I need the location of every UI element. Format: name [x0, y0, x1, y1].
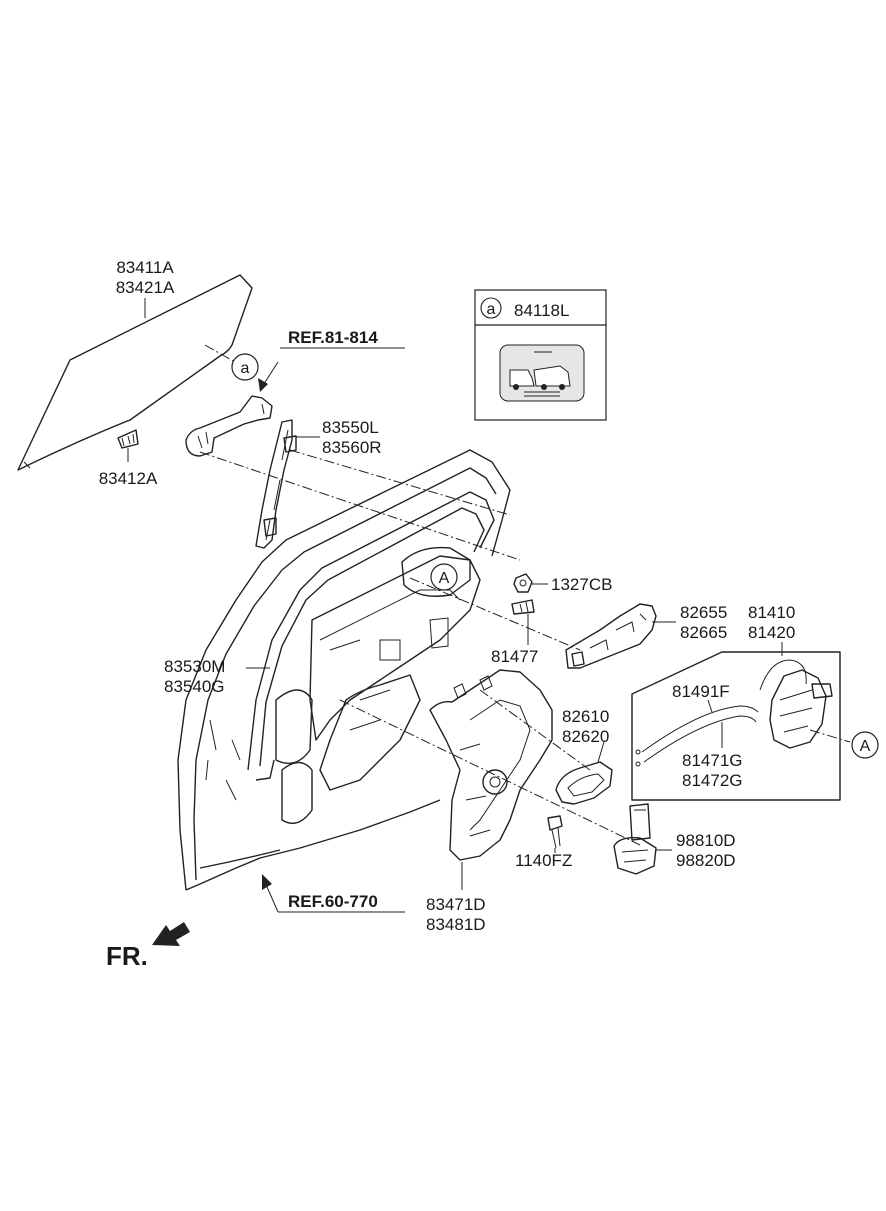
nut: [513, 573, 533, 593]
label-latch-2: 81420: [748, 623, 795, 642]
label-ref-top: REF.81-814: [288, 328, 378, 347]
label-sticker-icon: [499, 344, 585, 402]
label-inner-handle-2: 82620: [562, 727, 609, 746]
screw: [547, 815, 563, 849]
label-cable-2: 81471G: [682, 751, 743, 770]
glass-bracket: [117, 429, 139, 449]
label-regulator-2: 83481D: [426, 915, 486, 934]
label-front: FR.: [106, 941, 148, 971]
legend-marker: a: [487, 301, 496, 318]
label-outer-handle-2: 82665: [680, 623, 727, 642]
label-weatherstrip-2: 83540G: [164, 677, 225, 696]
legend-part-number: 84118L: [514, 301, 569, 320]
callout-A-door: A: [430, 563, 458, 591]
callout-A-latch: A: [851, 731, 879, 759]
label-glass-1: 83411A: [116, 258, 174, 277]
callout-A-door-text: A: [439, 570, 450, 587]
callout-a-text: a: [241, 360, 250, 377]
latch-assembly-box: [631, 651, 841, 801]
label-glass-bracket: 83412A: [99, 469, 158, 488]
label-inner-handle-1: 82610: [562, 707, 609, 726]
label-glass-2: 83421A: [116, 278, 175, 297]
label-ref-bottom: REF.60-770: [288, 892, 378, 911]
label-latch-1: 81410: [748, 603, 795, 622]
bolt: [511, 599, 535, 615]
window-regulator: [429, 669, 553, 861]
outside-handle-carrier: [565, 603, 657, 669]
handle-bracket: [185, 395, 273, 457]
label-channel-1: 83550L: [322, 418, 379, 437]
label-motor-2: 98820D: [676, 851, 736, 870]
door-latch: [759, 659, 833, 749]
label-screw: 1140FZ: [515, 851, 572, 870]
label-nut: 1327CB: [551, 575, 612, 594]
label-regulator-1: 83471D: [426, 895, 486, 914]
door-panel: [177, 449, 511, 891]
front-direction-arrow: [152, 922, 190, 946]
label-motor-1: 98810D: [676, 831, 736, 850]
glass-channel: [255, 419, 297, 549]
door-glass: [17, 274, 253, 471]
window-motor: [613, 803, 657, 875]
label-channel-2: 83560R: [322, 438, 382, 457]
label-cable-1: 81491F: [672, 682, 730, 701]
label-weatherstrip-1: 83530M: [164, 657, 225, 676]
label-outer-handle-1: 82655: [680, 603, 727, 622]
callout-a: a: [231, 353, 259, 381]
inside-handle: [555, 761, 613, 805]
label-cable-3: 81472G: [682, 771, 743, 790]
label-bolt: 81477: [491, 647, 538, 666]
latch-cables: [635, 705, 759, 767]
legend-box: a 84118L: [474, 289, 607, 421]
callout-A-latch-text: A: [860, 738, 871, 755]
